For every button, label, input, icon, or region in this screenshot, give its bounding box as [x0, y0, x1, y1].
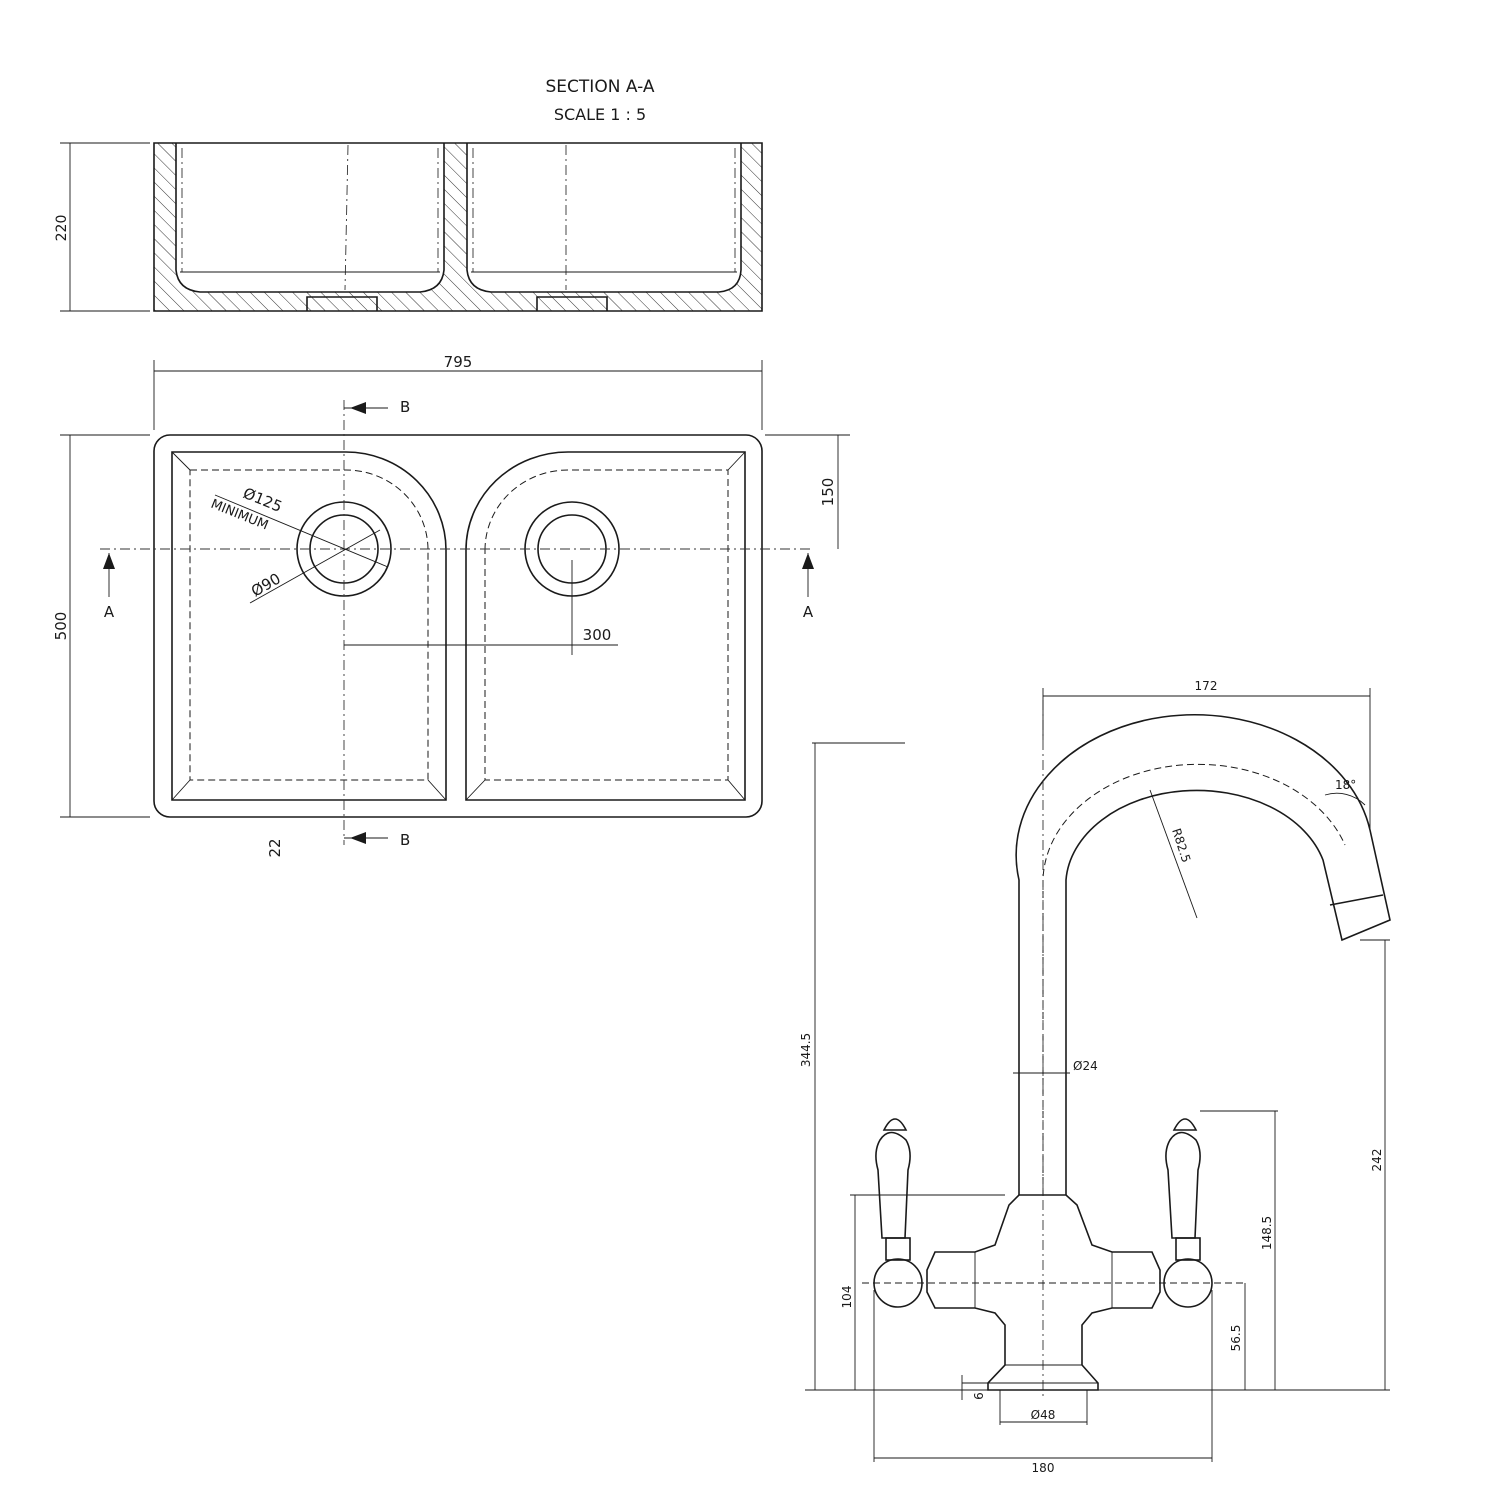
section-scale: SCALE 1 : 5 [554, 105, 646, 124]
plan-offset-dim: 150 [819, 478, 837, 507]
drain-spacing-dim: 300 [583, 626, 612, 644]
section-title: SECTION A-A [546, 77, 655, 97]
section-a-label-right: A [803, 603, 814, 621]
tap-elevation: 172 18° R82.5 344.5 Ø24 242 148.5 104 56… [799, 679, 1391, 1475]
plan-depth-dim: 500 [52, 612, 70, 641]
section-b-label-top: B [400, 398, 410, 416]
section-hatch [153, 142, 763, 312]
tap-reach-dim: 172 [1195, 679, 1218, 693]
left-handle [873, 1118, 923, 1308]
plan-width-dim: 795 [444, 353, 473, 371]
tap-angle-dim: 18° [1335, 778, 1356, 792]
section-a-label-left: A [104, 603, 115, 621]
base-dia-dim: Ø48 [1031, 1408, 1056, 1422]
spout-dia-dim: Ø24 [1073, 1059, 1098, 1073]
tap-height-dim: 344.5 [799, 1033, 813, 1067]
waste-dim: Ø90 [248, 569, 284, 600]
section-b-label-bottom: B [400, 831, 410, 849]
right-handle [1163, 1118, 1213, 1308]
body-height-dim: 104 [840, 1286, 854, 1309]
plan-view: 795 500 150 300 22 Ø125 MINIMUM Ø90 B B … [52, 353, 850, 858]
handle-height-dim: 148.5 [1260, 1216, 1274, 1250]
axis-height-dim: 56.5 [1229, 1325, 1243, 1352]
base-thk-dim: 6 [972, 1392, 986, 1400]
section-view: SECTION A-A SCALE 1 : 5 220 [54, 77, 763, 312]
tap-radius-dim: R82.5 [1169, 827, 1193, 865]
tap-width-dim: 180 [1032, 1461, 1055, 1475]
edge-dim: 22 [266, 838, 284, 857]
spout-height-dim: 242 [1370, 1149, 1384, 1172]
section-height-dim: 220 [54, 215, 70, 242]
